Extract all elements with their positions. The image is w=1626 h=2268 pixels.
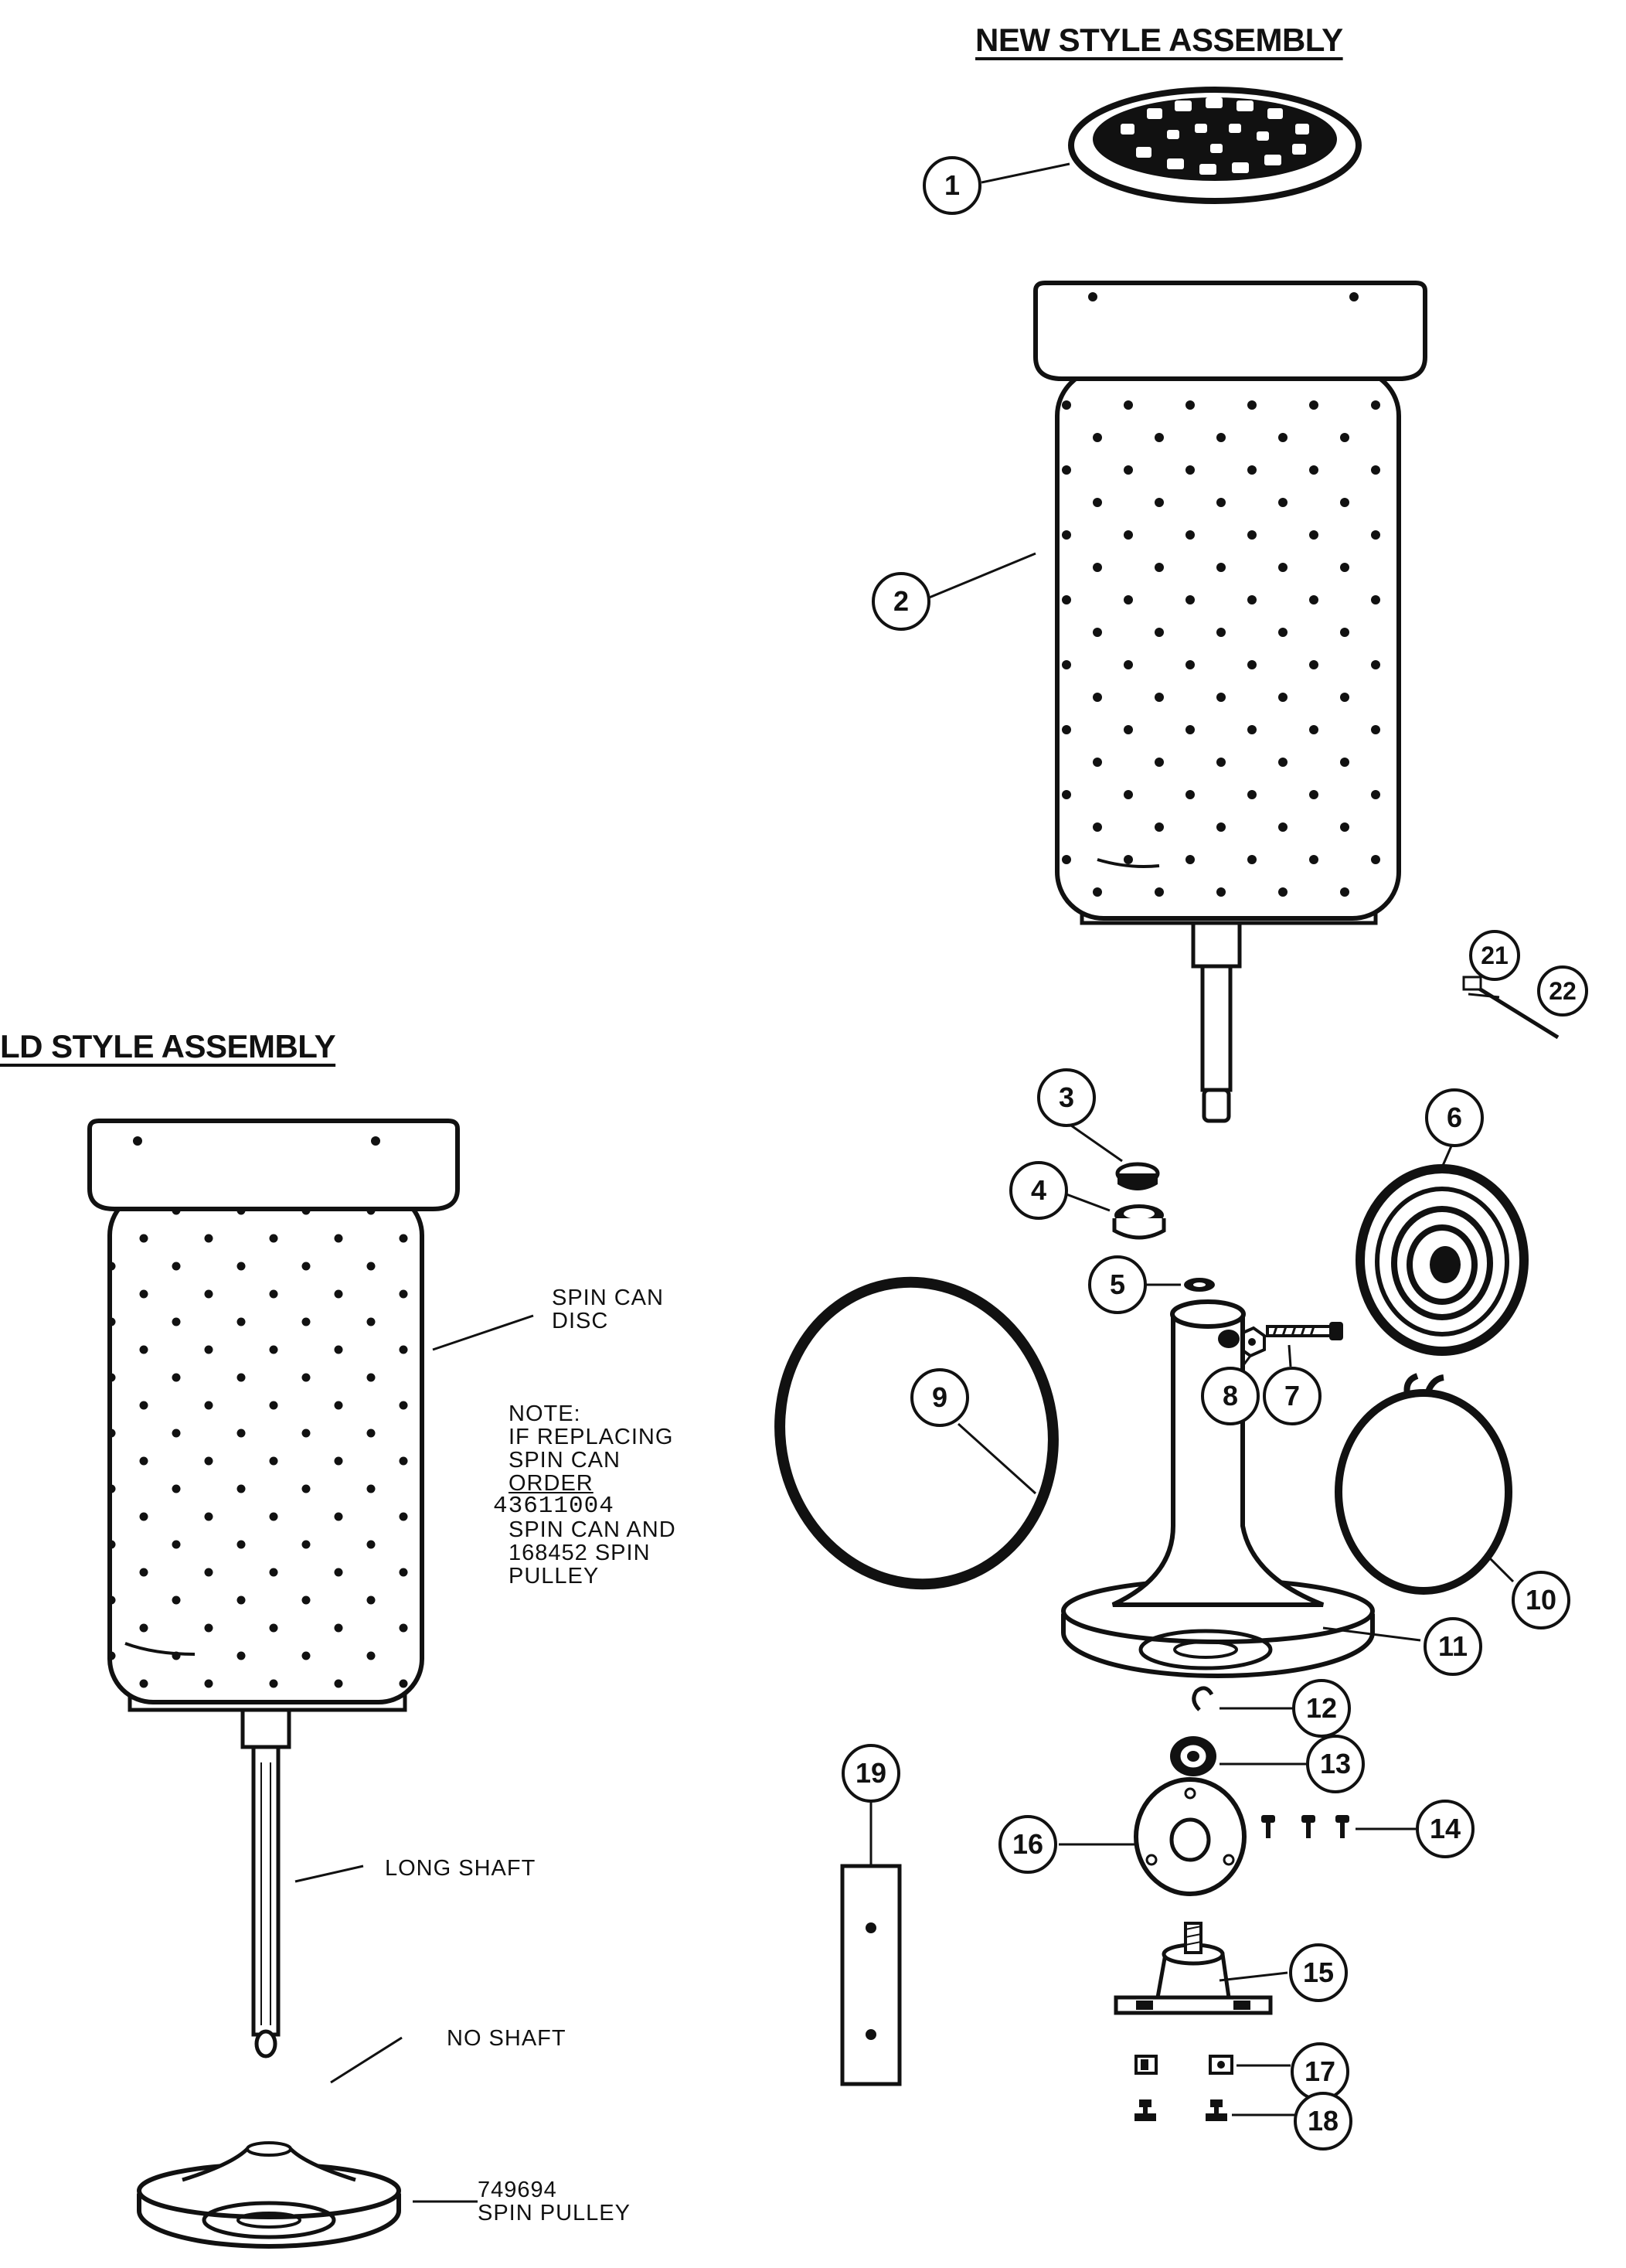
part-10-ring (1335, 1373, 1512, 1595)
leader-1 (981, 162, 1070, 184)
note-line-6: SPIN CAN AND (509, 1517, 676, 1542)
callout-15: 15 (1289, 1943, 1348, 2002)
callout-5: 5 (1088, 1255, 1147, 1314)
callout-19: 19 (842, 1744, 900, 1803)
heading-new-style-assembly: NEW STYLE ASSEMBLY (975, 22, 1343, 58)
label-long-shaft: LONG SHAFT (385, 1856, 536, 1881)
part-16-plate (1134, 1777, 1247, 1896)
part-19-bar (840, 1864, 902, 2086)
leader-9 (957, 1422, 1037, 1495)
callout-12: 12 (1292, 1679, 1351, 1738)
leader-11 (1322, 1626, 1421, 1642)
note-replacing-spin-can: NOTE: IF REPLACING SPIN CAN ORDER 436110… (493, 1402, 676, 1588)
note-line-2: IF REPLACING (509, 1425, 674, 1449)
leader-15 (1219, 1971, 1288, 1982)
callout-16: 16 (998, 1815, 1057, 1874)
callout-2: 2 (872, 572, 930, 631)
callout-9: 9 (910, 1368, 969, 1427)
callout-10: 10 (1512, 1571, 1570, 1629)
part-21-22-wire (1462, 976, 1560, 1040)
part-17-clips (1134, 2055, 1233, 2075)
label-spin-pulley: 749694 SPIN PULLEY (478, 2178, 631, 2225)
part-5-washer (1184, 1278, 1215, 1292)
part-4-grommet (1112, 1204, 1166, 1240)
note-line-1: NOTE: (509, 1401, 581, 1426)
part-3-plug (1115, 1162, 1160, 1190)
label-no-shaft: NO SHAFT (447, 2026, 566, 2051)
leader-2 (927, 552, 1036, 600)
part-6-coil (1356, 1164, 1529, 1356)
leader-no-shaft (330, 2036, 403, 2084)
part-18-studs (1134, 2099, 1227, 2121)
callout-7: 7 (1263, 1367, 1322, 1425)
leader-7 (1288, 1344, 1292, 1367)
callout-18: 18 (1294, 2092, 1352, 2151)
callout-14: 14 (1416, 1800, 1475, 1858)
note-line-4: ORDER (509, 1471, 594, 1496)
callout-13: 13 (1306, 1735, 1365, 1793)
callout-8: 8 (1201, 1367, 1260, 1425)
part-1-disc (1068, 87, 1362, 204)
callout-1: 1 (923, 156, 981, 215)
part-2-spin-can (1033, 281, 1427, 1123)
callout-21: 21 (1469, 930, 1520, 981)
callout-11: 11 (1424, 1617, 1482, 1676)
part-12-clip (1192, 1686, 1214, 1711)
note-line-3: SPIN CAN (509, 1448, 621, 1473)
label-spin-can-disc-line2: DISC (552, 1309, 609, 1333)
leader-10 (1484, 1552, 1515, 1583)
note-part-number: 43611004 (493, 1493, 614, 1520)
part-13-bearing (1170, 1736, 1216, 1776)
note-line-7: 168452 SPIN (509, 1541, 651, 1565)
leader-long-shaft (294, 1864, 364, 1883)
note-line-8: PULLEY (509, 1564, 600, 1589)
leader-4 (1060, 1190, 1111, 1212)
part-15-mount (1114, 1922, 1273, 2015)
label-spin-can-disc: SPIN CAN DISC (552, 1286, 664, 1333)
callout-6: 6 (1425, 1088, 1484, 1147)
leader-spin-can-disc (432, 1314, 534, 1351)
label-spin-can-disc-line1: SPIN CAN (552, 1286, 664, 1310)
part-14-screws (1261, 1815, 1349, 1838)
callout-22: 22 (1537, 965, 1588, 1017)
heading-old-style-assembly: LD STYLE ASSEMBLY (0, 1028, 336, 1064)
callout-4: 4 (1009, 1161, 1068, 1220)
label-spin-pulley-name: SPIN PULLEY (478, 2201, 631, 2225)
label-spin-pulley-number: 749694 (478, 2178, 557, 2202)
part-9-belt (774, 1276, 1059, 1590)
leader-3 (1070, 1124, 1123, 1163)
part-11-pulley (1061, 1299, 1375, 1678)
old-style-spin-can (87, 1119, 460, 2059)
part-7-bolt (1266, 1322, 1343, 1340)
old-style-spin-pulley (137, 2141, 401, 2249)
callout-3: 3 (1037, 1068, 1096, 1127)
